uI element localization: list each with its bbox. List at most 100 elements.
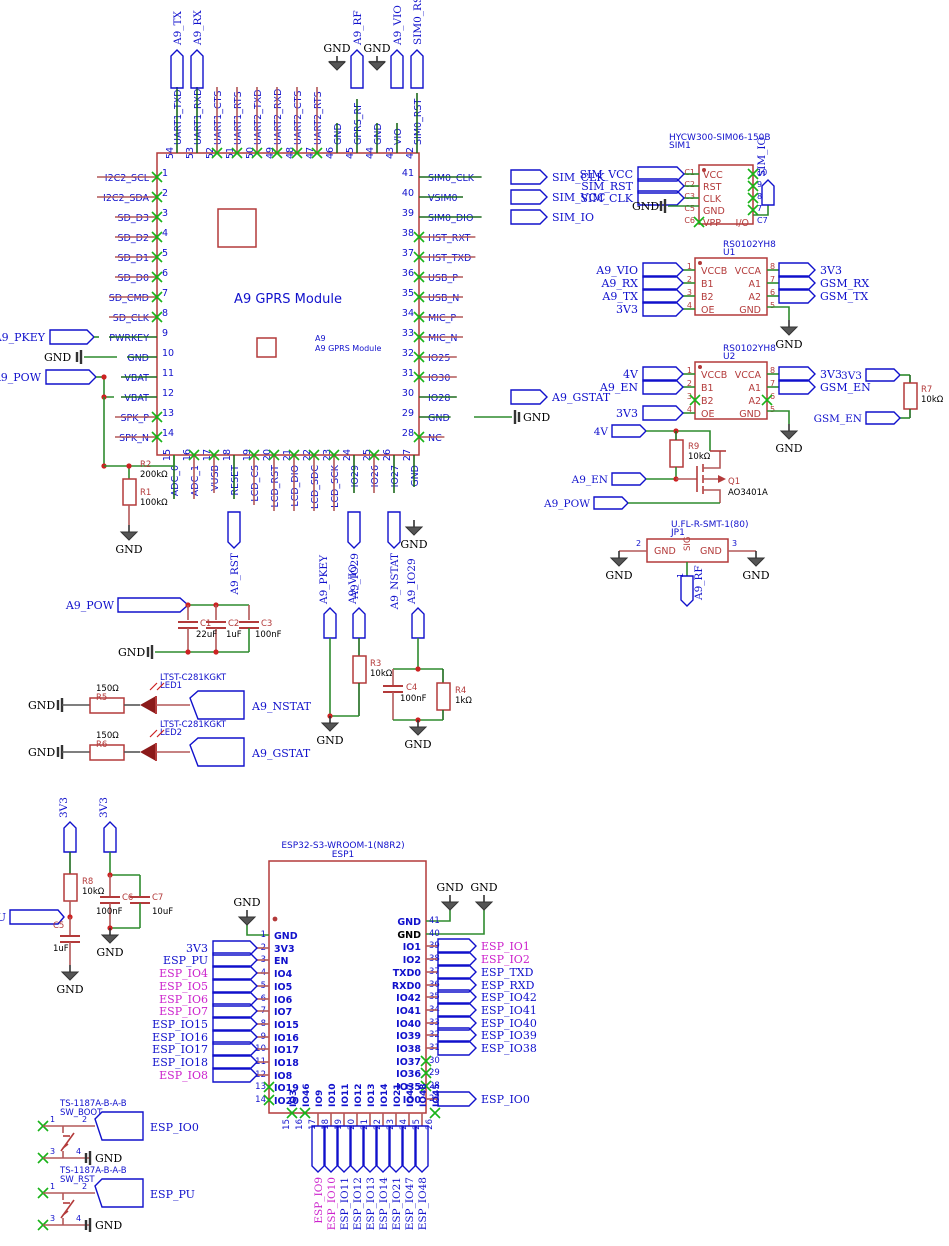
gsm-en-pullup[interactable]: 3V3 GSM_EN R7 10kΩ bbox=[814, 368, 944, 425]
esp-pin-name: IO15 bbox=[274, 1020, 299, 1031]
esp-pin-num: 28 bbox=[429, 1081, 440, 1091]
a9-pin-label: GND bbox=[127, 353, 149, 364]
a9-pin-num: 42 bbox=[405, 147, 416, 159]
led1-circuit[interactable]: LTST-C281KGKT LED1 GND 150Ω R5 A9_NSTAT bbox=[28, 673, 312, 720]
sim-pin-num: 8 bbox=[757, 192, 762, 201]
a9-pin-label: VBAT bbox=[124, 373, 149, 384]
a9-pin-label: ADC_0 bbox=[170, 465, 181, 496]
a9-pin-label: GND bbox=[333, 123, 344, 145]
switch-boot[interactable]: TS-1187A-B-A-B SW_BOOT 1 2 3 4 ESP_IO0 G… bbox=[37, 1099, 199, 1167]
esp-power-network[interactable]: 3V3 R8 10kΩ ESP_PU GND C5 1uF 3V3 GND bbox=[0, 797, 173, 996]
gnd-label-ufl-right: GND bbox=[742, 569, 769, 582]
net-3v3-r7: 3V3 bbox=[841, 370, 862, 382]
svg-text:SIM0_RST: SIM0_RST bbox=[412, 0, 424, 45]
esp-pin-name: IO45 bbox=[432, 1083, 442, 1107]
shifter-pin-num: 7 bbox=[770, 379, 775, 388]
led2-value: LTST-C281KGKT bbox=[160, 720, 227, 730]
level-shifter-u2-symbol[interactable]: RS0102YH8 U2 bbox=[694, 344, 776, 420]
svg-text:ESP_IO12: ESP_IO12 bbox=[352, 1177, 364, 1230]
sim-io-netflag-group[interactable]: SIM_IO bbox=[753, 137, 775, 216]
gnd-label-pkey: GND bbox=[316, 734, 343, 747]
a9-pin-num: 47 bbox=[305, 147, 316, 159]
sim-pin-name: RST bbox=[703, 182, 722, 193]
mosfet-circuit[interactable]: 4V R9 10kΩ A9_EN A9_POW Q1 AO3401A bbox=[543, 424, 768, 510]
svg-text:A9_VIO: A9_VIO bbox=[392, 5, 404, 46]
a9-pin-label: ADC_1 bbox=[190, 465, 201, 496]
shifter-pin-num: 2 bbox=[687, 275, 692, 284]
svg-text:ESP_IO7: ESP_IO7 bbox=[159, 1005, 208, 1018]
sim-connector-symbol[interactable]: HYCW300-SIM06-150B SIM1 bbox=[669, 133, 771, 225]
a9-pin-num: 8 bbox=[162, 308, 168, 319]
a9-pin-num: 21 bbox=[282, 449, 293, 461]
net-esp-pu-r8: ESP_PU bbox=[0, 911, 6, 924]
u1-gnd: GND bbox=[767, 306, 803, 351]
a9-pin-num: 19 bbox=[242, 449, 253, 461]
switch-reset[interactable]: TS-1187A-B-A-B SW_RST 1 2 3 4 ESP_PU GND bbox=[37, 1166, 195, 1234]
esp-pin-name: IO6 bbox=[274, 995, 293, 1006]
esp-pin-name: IO16 bbox=[274, 1033, 299, 1044]
esp-pin-num: 22 bbox=[373, 1119, 383, 1130]
a9-pin-num: 54 bbox=[165, 147, 176, 159]
gnd-label-esp-r1: GND bbox=[436, 881, 463, 894]
svg-text:ESP_IO21: ESP_IO21 bbox=[391, 1177, 403, 1230]
a9-module-symbol[interactable]: A9 GPRS Module A9 A9 GPRS Module bbox=[156, 152, 420, 456]
shifter-pin-name: VCCB bbox=[701, 370, 727, 381]
a9-pin-label: VUSB bbox=[210, 465, 221, 491]
a9-pin-label: SPK_N bbox=[119, 433, 149, 444]
a9-pin-label: GND bbox=[373, 123, 384, 145]
svg-text:A9_EN: A9_EN bbox=[599, 381, 638, 394]
shifter-pin-name: B2 bbox=[701, 292, 714, 303]
svg-text:GSM_EN: GSM_EN bbox=[820, 381, 871, 394]
a9-pin-num: 2 bbox=[162, 188, 168, 199]
a9-decoupling-network[interactable]: A9_POW GND C1 22uF C2 1uF C3 100nF bbox=[65, 597, 282, 661]
a9-pin-label: VBAT bbox=[124, 393, 149, 404]
svg-text:SIM_IO: SIM_IO bbox=[552, 211, 594, 224]
esp-pin-num: 41 bbox=[429, 916, 440, 926]
shifter-pin-num: 6 bbox=[770, 392, 775, 401]
a9-pin-num: 44 bbox=[365, 147, 376, 159]
esp-pin-name: IO40 bbox=[396, 1019, 421, 1030]
led2-reference: LED2 bbox=[160, 728, 182, 738]
esp-pin-name: TXD0 bbox=[393, 968, 422, 979]
sim-pin-name: I/O bbox=[736, 218, 749, 229]
a9-pin-label: USB_P bbox=[428, 273, 458, 284]
net-a9-en-q1: A9_EN bbox=[571, 474, 608, 486]
ufl-reference: JP1 bbox=[670, 528, 685, 538]
svg-text:A9_PKEY: A9_PKEY bbox=[0, 331, 46, 344]
a9-pin-label: GND bbox=[428, 413, 450, 424]
a9-pin-label: UART2_RXD bbox=[273, 89, 284, 145]
a9-pin-num: 50 bbox=[245, 147, 256, 159]
esp-bottom-pins: 15IO316IO4617IO9ESP_IO918IO10ESP_IO1019I… bbox=[282, 1083, 442, 1230]
sim-connector-reference: SIM1 bbox=[669, 141, 691, 151]
shifter-pin-num: 6 bbox=[770, 288, 775, 297]
shifter-pin-name: OE bbox=[701, 305, 714, 316]
a9-pin-label: IO28 bbox=[428, 393, 450, 404]
esp-module-symbol[interactable]: ESP32-S3-WROOM-1(N8R2) ESP1 bbox=[268, 841, 427, 1114]
c4-reference: C4 bbox=[406, 683, 417, 693]
sim-pin-num: C3 bbox=[684, 192, 695, 201]
svg-text:A9_VIO: A9_VIO bbox=[595, 264, 638, 277]
a9-adc-divider[interactable]: R2 200kΩ R1 100kΩ GND bbox=[115, 455, 175, 556]
svg-text:ESP_IO39: ESP_IO39 bbox=[481, 1029, 537, 1042]
pkey-network[interactable]: A9_PKEY A9_VIO GND R3 10kΩ bbox=[316, 554, 392, 747]
led2-circuit[interactable]: LTST-C281KGKT LED2 GND 150Ω R6 A9_GSTAT bbox=[28, 720, 311, 767]
svg-text:ESP_PU: ESP_PU bbox=[163, 954, 208, 967]
a9-pin-num: 7 bbox=[162, 288, 168, 299]
ufl-connector-symbol[interactable]: U.FL-R-SMT-1(80) JP1 GND GND SIG 2 3 1 G… bbox=[605, 520, 770, 607]
shifter-pin-num: 4 bbox=[687, 405, 692, 414]
c2-value: 1uF bbox=[226, 630, 242, 640]
sw-rst-pin2: 2 bbox=[82, 1182, 87, 1191]
shifter-pin-name: B1 bbox=[701, 279, 714, 290]
svg-text:A9_TX: A9_TX bbox=[172, 10, 184, 46]
shifter-pin-num: 7 bbox=[770, 275, 775, 284]
c1-value: 22uF bbox=[196, 630, 217, 640]
level-shifter-u1-symbol[interactable]: RS0102YH8 U1 bbox=[694, 240, 776, 316]
esp-pin-num: 29 bbox=[429, 1068, 440, 1078]
esp-pin-num: 13 bbox=[255, 1082, 266, 1092]
gnd-label-sw-boot: GND bbox=[95, 1152, 122, 1165]
r3-reference: R3 bbox=[370, 659, 381, 669]
net-a9-vio: A9_VIO bbox=[347, 564, 359, 605]
io29-network[interactable]: A9_IO29 GND C4 100nF R4 1kΩ bbox=[383, 558, 472, 751]
svg-text:A9_POW: A9_POW bbox=[0, 371, 42, 384]
